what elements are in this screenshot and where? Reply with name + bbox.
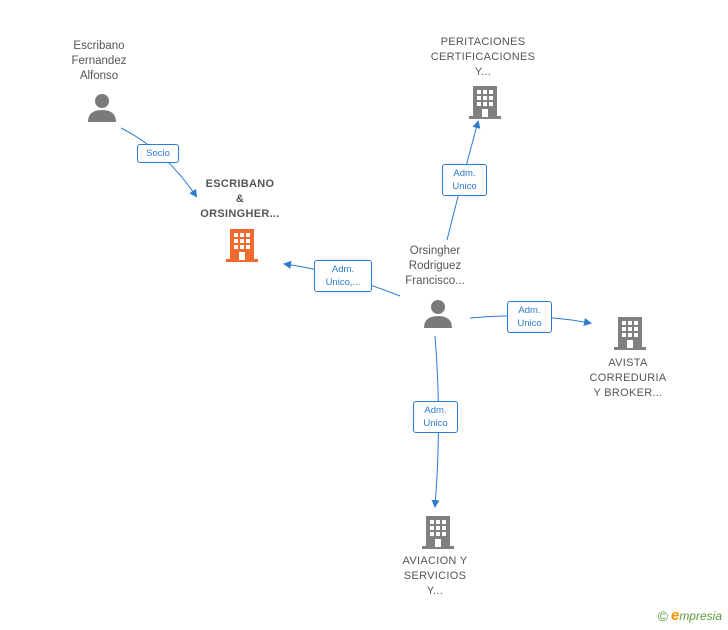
building-icon[interactable]: [469, 84, 501, 120]
edge-label-adm-unico-peritaciones[interactable]: Adm. Unico: [442, 164, 487, 196]
empresia-watermark[interactable]: © empresia: [658, 607, 722, 624]
company-label-escribano-orsingher[interactable]: ESCRIBANO & ORSINGHER...: [200, 178, 280, 220]
company-label-aviacion[interactable]: AVIACION Y SERVICIOS Y...: [402, 555, 468, 597]
empresia-logo: empresia: [670, 607, 722, 624]
building-icon[interactable]: [614, 315, 646, 351]
edge-label-socio[interactable]: Socio: [137, 144, 179, 163]
building-icon[interactable]: [422, 514, 454, 550]
edge-label-adm-unico-avista[interactable]: Adm. Unico: [507, 301, 552, 333]
person-label-escribano[interactable]: Escribano Fernandez Alfonso: [71, 40, 127, 82]
person-label-orsingher[interactable]: Orsingher Rodriguez Francisco...: [405, 245, 465, 287]
company-label-peritaciones[interactable]: PERITACIONES CERTIFICACIONES Y...: [430, 36, 536, 78]
copyright-symbol: ©: [657, 607, 668, 624]
company-label-avista[interactable]: AVISTA CORREDURIA Y BROKER...: [589, 357, 667, 399]
person-icon[interactable]: [423, 299, 453, 329]
person-icon[interactable]: [87, 93, 117, 123]
edge-label-adm-unico-aviacion[interactable]: Adm. Unico: [413, 401, 458, 433]
edge-label-adm-unico-escribano[interactable]: Adm. Unico,...: [314, 260, 372, 292]
building-icon[interactable]: [226, 227, 258, 263]
